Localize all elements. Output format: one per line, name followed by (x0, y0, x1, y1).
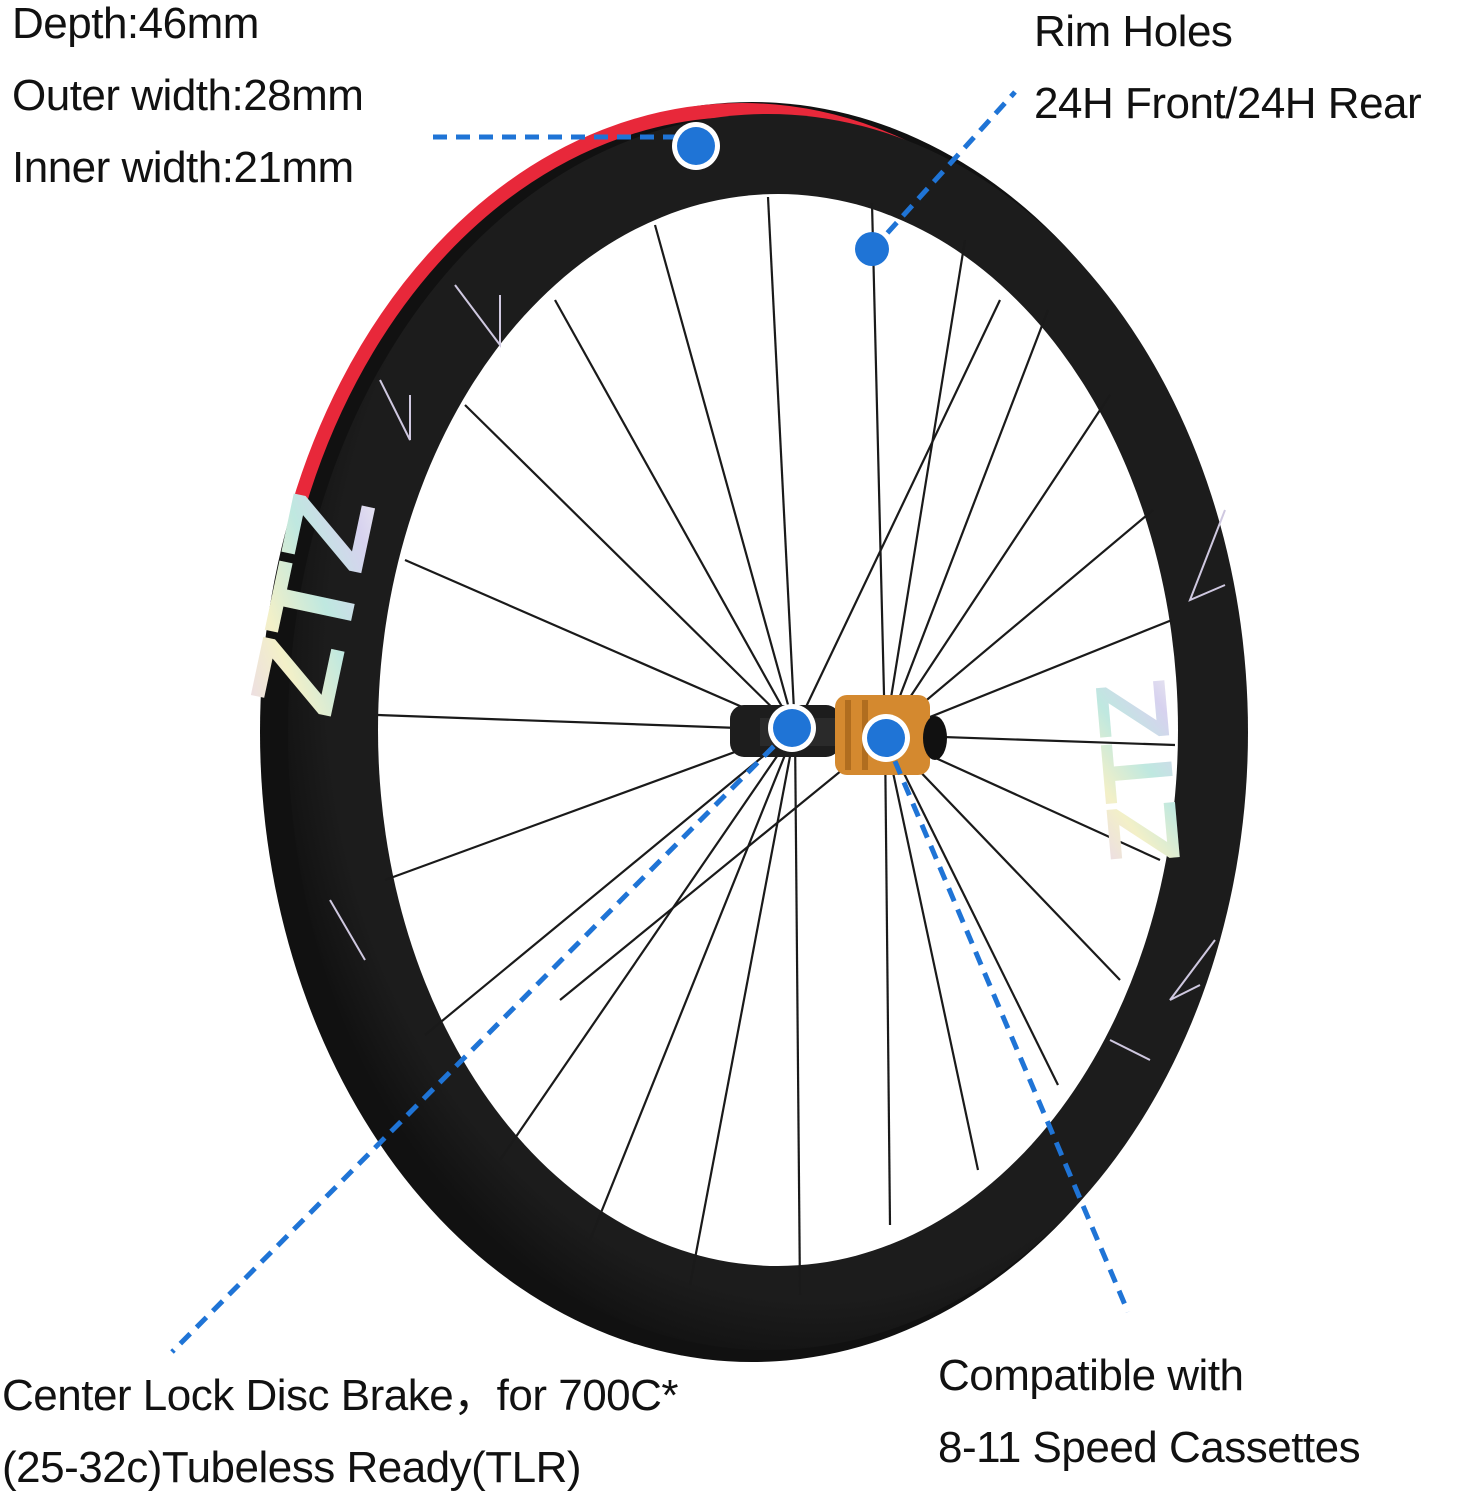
cassette-spec-line1: Compatible with (938, 1351, 1244, 1400)
rim-holes-marker (855, 232, 889, 266)
callout-lines (170, 90, 1131, 1354)
cassette-marker (862, 714, 910, 762)
depth-spec: Depth:46mm (12, 0, 259, 48)
rim-holes-title: Rim Holes (1034, 7, 1233, 56)
cassette-spec-line2: 8-11 Speed Cassettes (938, 1423, 1361, 1472)
brand-decal-right: ZTZ (1074, 676, 1202, 868)
rim-depth-marker (672, 122, 720, 170)
brake-spec-line1: Center Lock Disc Brake，for 700C* (2, 1371, 679, 1420)
rim-holes-value: 24H Front/24H Rear (1034, 79, 1422, 128)
svg-text:ZTZ: ZTZ (1074, 676, 1202, 868)
outer-width-spec: Outer width:28mm (12, 71, 364, 120)
inner-width-spec: Inner width:21mm (12, 143, 354, 192)
brake-spec-line2: (25-32c)Tubeless Ready(TLR) (2, 1443, 582, 1492)
decal-lines (329, 284, 1226, 1061)
center-lock-marker (768, 704, 816, 752)
